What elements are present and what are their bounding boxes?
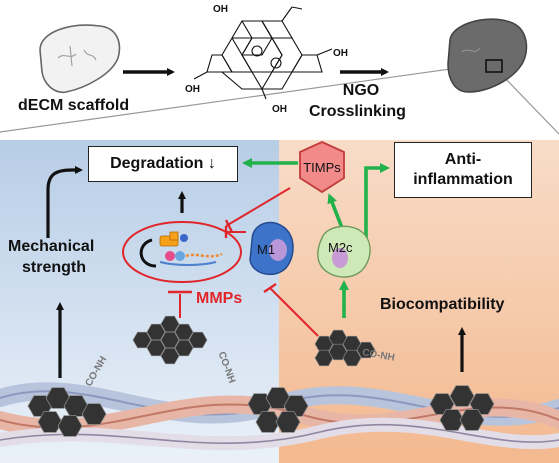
liver-crosslinked-icon [447,18,528,93]
zoom-line-left [0,63,487,133]
m1-label: M1 [257,242,276,257]
anti-inflammation-line1: Anti- [444,151,482,168]
timps-shape [299,141,345,194]
anti-inflammation-box: Anti- inflammation [394,142,532,198]
mmps-label: MMPs [196,290,243,307]
zoom-line-right [500,73,559,135]
crosslinking-label: Crosslinking [309,103,406,120]
inhibit-timps-mmps [225,187,291,227]
ngo-oh-label-right: OH [333,48,348,59]
biocompat-label: Biocompatibility [380,296,505,313]
m2c-label: M2c [328,240,353,255]
ngo-oh-label-top: OH [213,4,228,15]
strength-label: strength [22,259,86,276]
m1-macrophage-icon [249,221,294,276]
ngo-oh-label-bottom: OH [272,104,287,115]
ngo-label: NGO [342,82,380,99]
ngo-molecule [193,6,333,100]
mmp-ellipse [122,221,242,283]
arrow-mech-to-degradation [46,166,83,238]
inhibit-ngo-m1 [269,287,319,337]
scaffold-label: dECM scaffold [18,97,130,114]
arrow-m2c-to-antiinflammation [364,163,390,240]
liver-decm-icon [39,24,121,94]
anti-inflammation-line2: inflammation [413,171,513,188]
degradation-box: Degradation ↓ [88,146,238,182]
ngo-oh-label-left: OH [185,84,200,95]
mmp-enzyme-icon [139,231,223,268]
mechanical-label: Mechanical [8,238,95,255]
timps-label: TIMPs [303,160,341,175]
m2c-macrophage-icon [317,225,371,278]
